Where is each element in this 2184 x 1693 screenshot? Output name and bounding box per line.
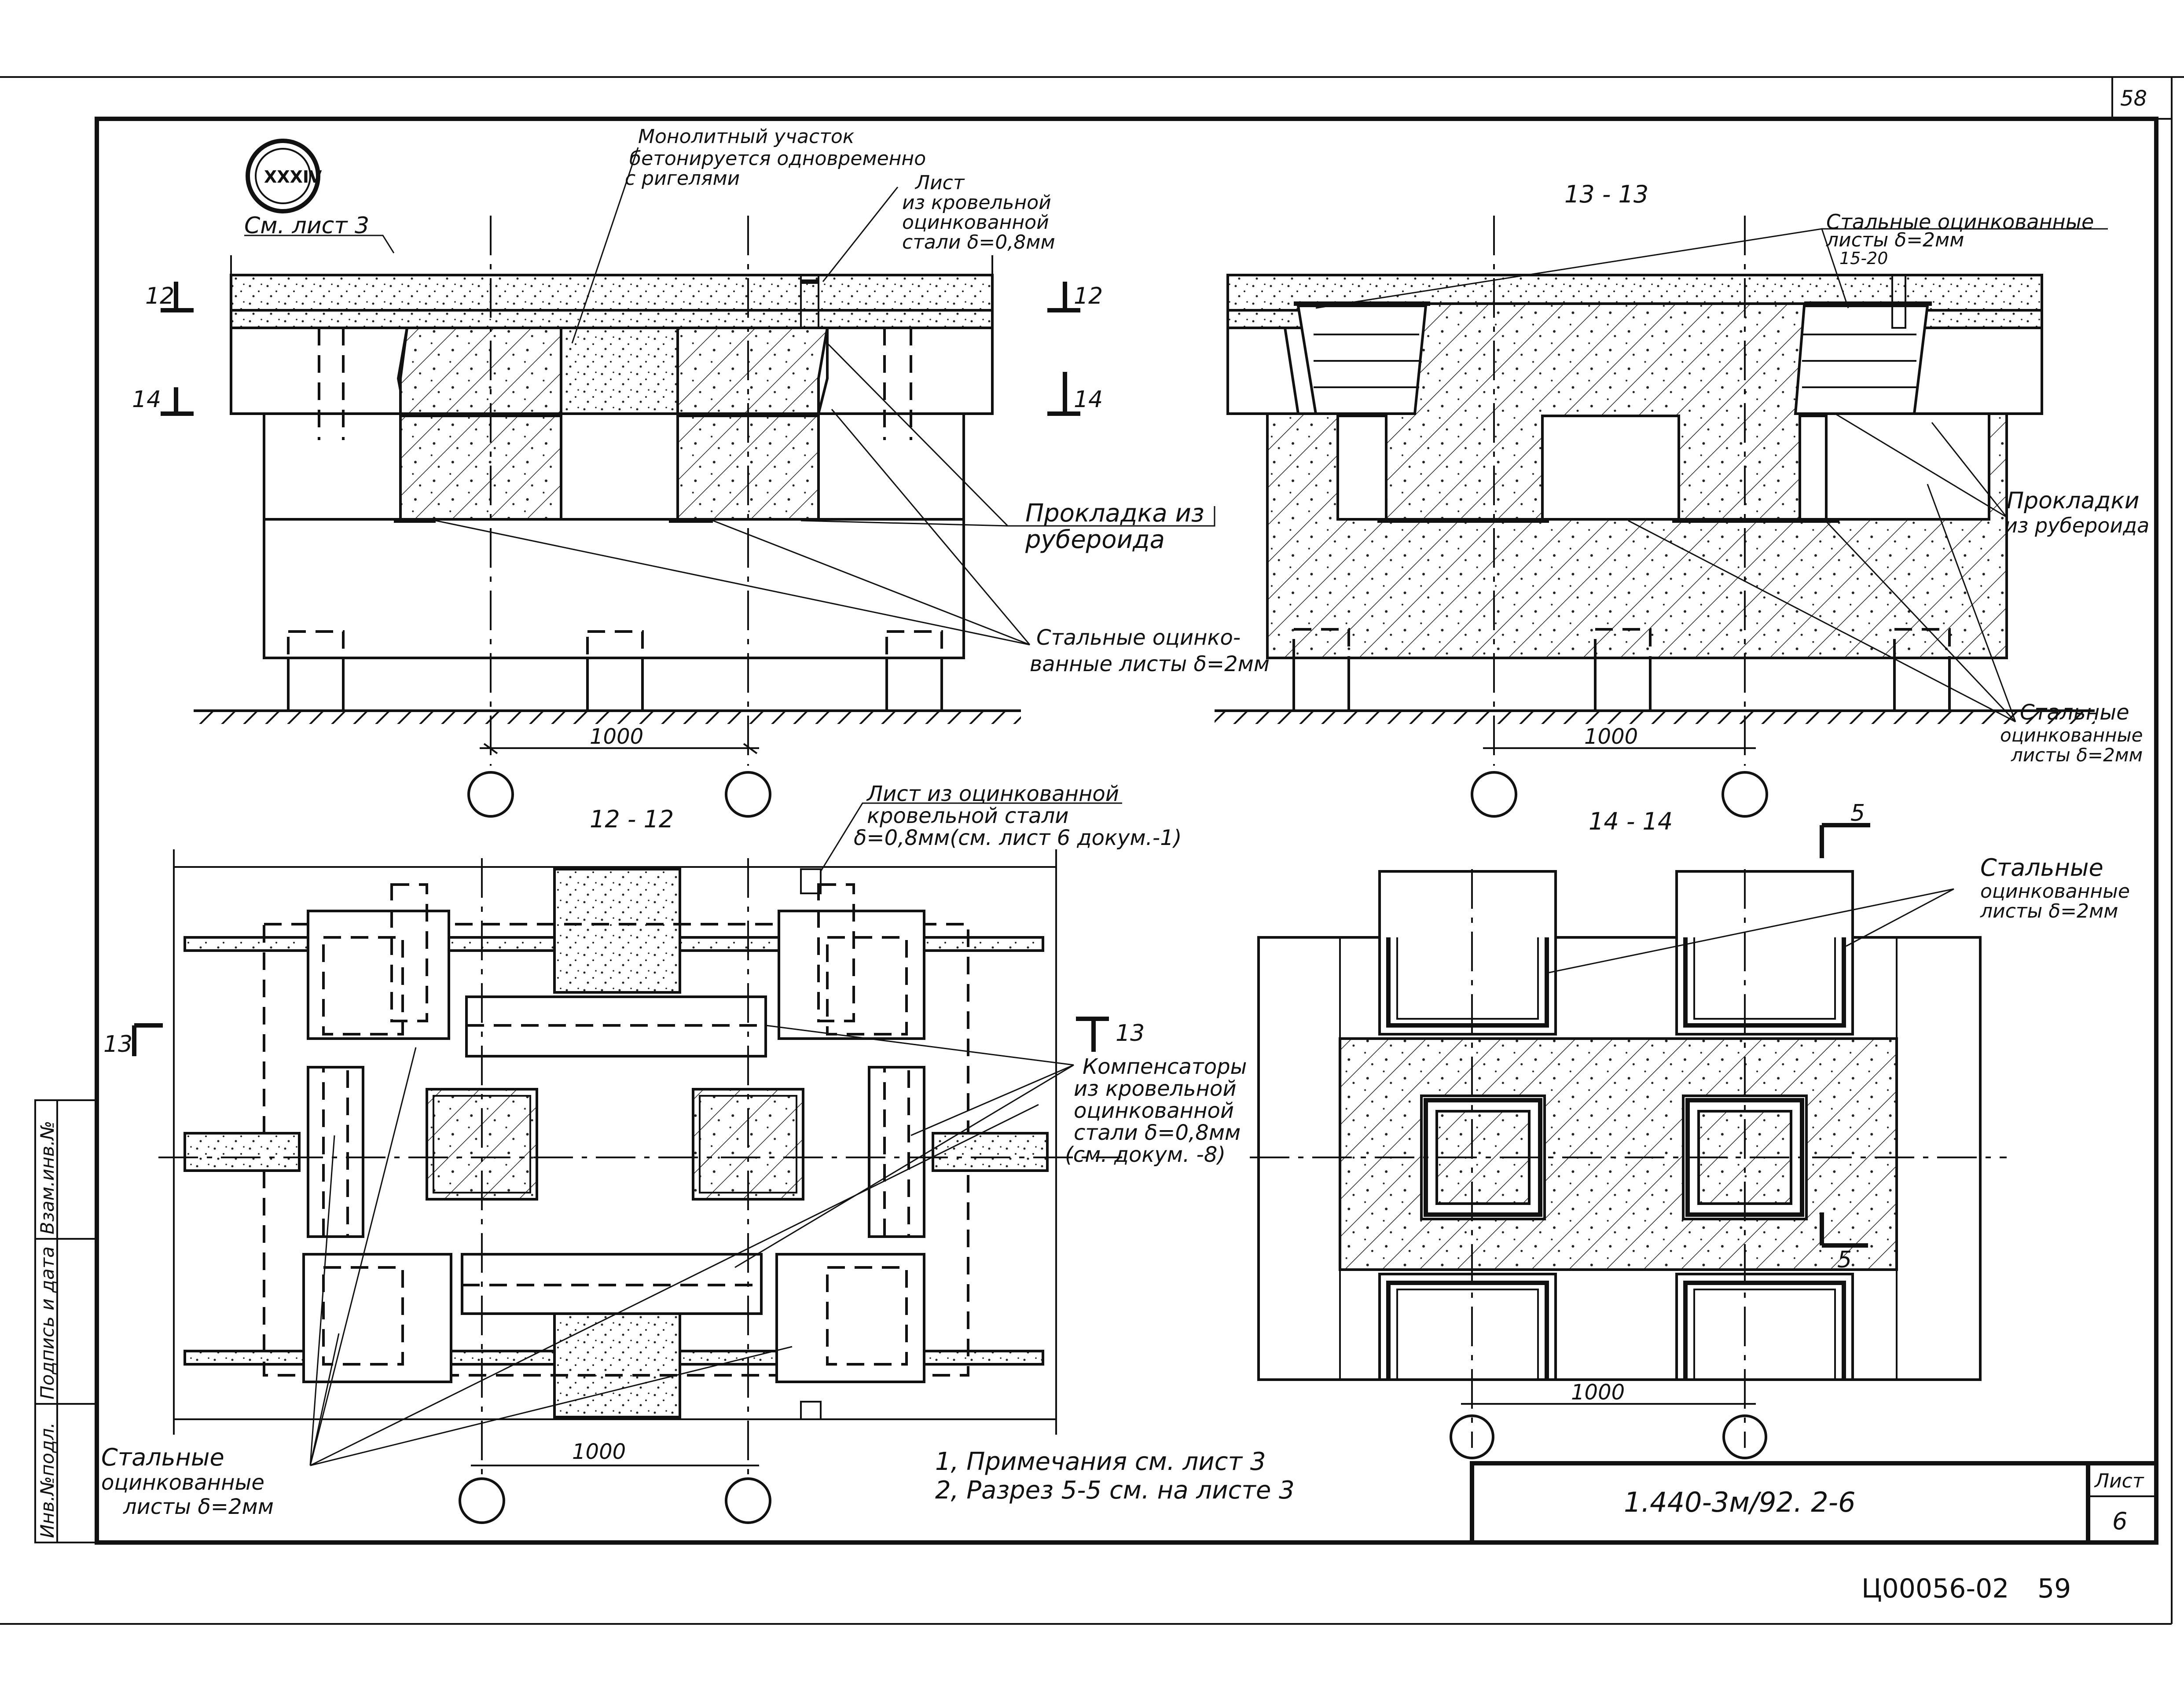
section-13-view	[1215, 216, 2108, 818]
elevation-note-monolith-1: Монолитный участок	[638, 125, 855, 148]
archive-page: 59	[2037, 1573, 2071, 1604]
elevation-label-12-right: 12	[1074, 283, 1103, 309]
section-13-steel-top-1: Стальные оцинкованные	[1826, 210, 2094, 234]
plan-14-title: 14 - 14	[1589, 808, 1673, 835]
elevation-note-monolith-2: бетонируется одновременно	[629, 147, 926, 170]
plan-14-steel-note-2: оцинкованные	[1980, 880, 2130, 903]
elevation-view	[161, 147, 1215, 818]
elevation-ref-sheet: См. лист 3	[244, 213, 369, 239]
sheet-number: 6	[2112, 1507, 2127, 1535]
drawing-code: 1.440-3м/92. 2-6	[1624, 1486, 1856, 1518]
plan-14-steel-note-3: листы δ=2мм	[1980, 900, 2118, 922]
stamp-replace-label: Взам.инв.№	[37, 1121, 58, 1234]
plan-12-label-13-right: 13	[1116, 1020, 1145, 1047]
sheet-frame	[0, 76, 2184, 1625]
elevation-note-steel-1: Стальные оцинко-	[1036, 625, 1241, 650]
elevation-note-steel-2: ванные листы δ=2мм	[1030, 652, 1270, 676]
detail-circle-mark	[246, 139, 320, 213]
section-13-dimension: 1000	[1584, 724, 1638, 749]
elevation-label-14-right: 14	[1074, 386, 1103, 413]
section-13-steel-bottom-3: листы δ=2мм	[2011, 744, 2143, 766]
stamp-sign-label: Подпись и дата	[37, 1246, 58, 1399]
circle-mark-text: XXXIV	[264, 167, 322, 187]
plan-14-dimension: 1000	[1571, 1380, 1625, 1405]
plan-12-sheet-note-3: δ=0,8мм(см. лист 6 докум.-1)	[854, 826, 1182, 850]
elevation-label-14-left: 14	[132, 386, 161, 413]
plan-12-title: 12 - 12	[590, 805, 674, 833]
note-2: 2, Разрез 5-5 см. на листе 3	[935, 1476, 1295, 1505]
elevation-note-sheet-1: Лист	[914, 172, 965, 194]
elevation-note-sheet-4: стали δ=0,8мм	[902, 231, 1055, 253]
plan-12-sheet-note-1: Лист из оцинкованной	[866, 782, 1119, 806]
section-13-ruberoid-1: Прокладки	[2007, 488, 2140, 514]
plan-14-steel-note-1: Стальные	[1980, 854, 2103, 881]
plan-12-comp-note-2: из кровельной	[1074, 1076, 1237, 1101]
elevation-note-ruberoid-1: Прокладка из	[1025, 499, 1204, 528]
sheet-label: Лист	[2094, 1470, 2144, 1492]
note-1: 1, Примечания см. лист 3	[935, 1447, 1266, 1476]
section-13-steel-bottom-2: оцинкованные	[2000, 724, 2143, 746]
plan-14-label-5-top: 5	[1850, 800, 1865, 826]
section-13-steel-bottom-1: Стальные	[2020, 700, 2129, 725]
elevation-dimension: 1000	[590, 724, 643, 749]
plan-12-sheet-note-2: кровельной стали	[867, 804, 1068, 828]
section-13-gap: 15-20	[1839, 249, 1888, 268]
plan-12-label-13-left: 13	[103, 1031, 132, 1058]
plan-12-comp-note-3: оцинкованной	[1074, 1098, 1234, 1123]
plan-12-steel-note-2: оцинкованные	[101, 1470, 264, 1495]
plan-12-dimension: 1000	[572, 1440, 626, 1464]
section-13-steel-top-2: листы δ=2мм	[1826, 229, 1964, 251]
plan-12-comp-note-4: стали δ=0,8мм	[1074, 1120, 1241, 1145]
elevation-note-sheet-2: из кровельной	[902, 191, 1051, 214]
stamp-inv-label: Инв.№подл.	[37, 1422, 58, 1538]
elevation-note-sheet-3: оцинкованной	[902, 211, 1049, 234]
title-block	[1470, 1461, 2158, 1545]
archive-code: Ц00056-02	[1861, 1573, 2009, 1604]
plan-12-steel-note-3: листы δ=2мм	[123, 1495, 274, 1519]
section-13-title: 13 - 13	[1564, 180, 1648, 208]
plan-12-comp-note-1: Компенсаторы	[1083, 1054, 1247, 1079]
plan-12-comp-note-5: (см. докум. -8)	[1065, 1142, 1226, 1167]
section-13-ruberoid-2: из рубероида	[2004, 514, 2149, 537]
plan-12-steel-note-1: Стальные	[101, 1443, 224, 1471]
elevation-note-ruberoid-2: рубероида	[1025, 525, 1165, 554]
plan-14-view	[1250, 823, 2007, 1459]
side-stamp	[34, 1099, 98, 1543]
elevation-note-monolith-3: с ригелями	[625, 167, 740, 190]
elevation-label-12-left: 12	[145, 283, 174, 309]
plan-12-view	[132, 802, 1122, 1524]
corner-page-number: 58	[2120, 86, 2147, 111]
plan-14-label-5-bottom: 5	[1837, 1247, 1852, 1273]
